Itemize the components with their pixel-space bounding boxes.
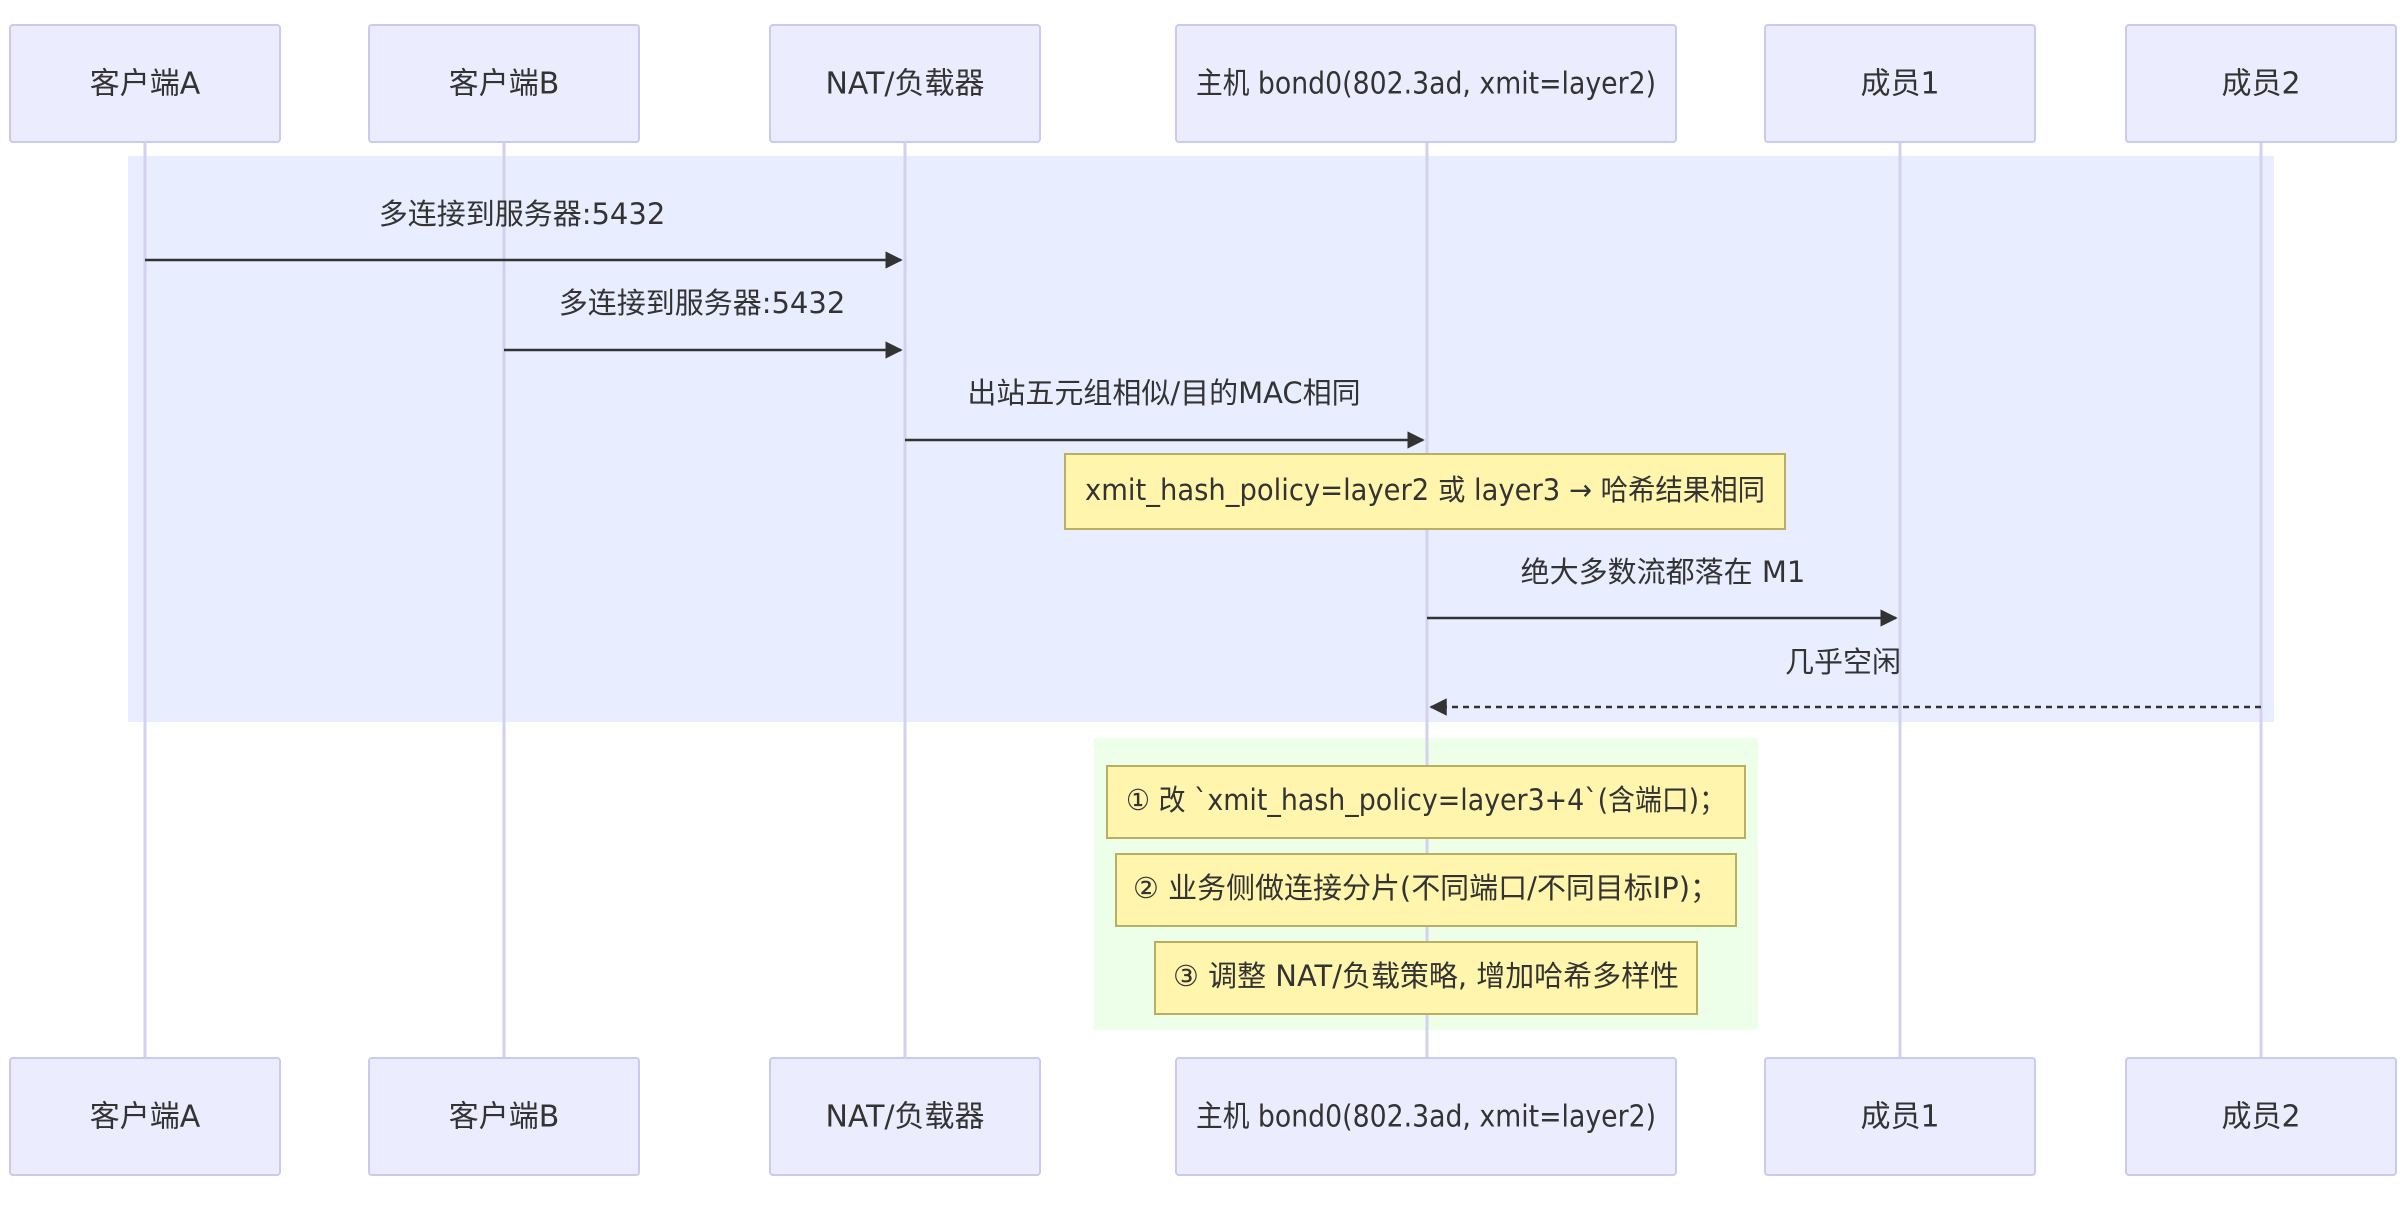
note-text: ② 业务侧做连接分片(不同端口/不同目标IP)；	[1133, 871, 1719, 905]
message-label: 绝大多数流都落在 M1	[1521, 555, 1806, 589]
notes: xmit_hash_policy=layer2 或 layer3 → 哈希结果相…	[1064, 453, 1786, 1015]
actor-member2[interactable]: 成员2	[2125, 24, 2397, 143]
actor-label: 成员2	[2221, 1100, 2300, 1135]
messages: 多连接到服务器:5432 多连接到服务器:5432 出站五元组相似/目的MAC相…	[145, 197, 2261, 716]
actor-label: 成员2	[2221, 67, 2300, 102]
note-text: ① 改 `xmit_hash_policy=layer3+4`(含端口)；	[1126, 783, 1726, 817]
actor-label: 客户端B	[449, 1100, 560, 1135]
actors-top: 客户端A 客户端B NAT/负载器 主机 bond0(802.3ad, xmit…	[9, 24, 2397, 143]
note-text: ③ 调整 NAT/负载策略, 增加哈希多样性	[1173, 959, 1679, 993]
actor-client-a-bottom[interactable]: 客户端A	[9, 1057, 281, 1176]
actor-member2-bottom[interactable]: 成员2	[2125, 1057, 2397, 1176]
actor-client-b[interactable]: 客户端B	[368, 24, 640, 143]
note-hash-policy: xmit_hash_policy=layer2 或 layer3 → 哈希结果相…	[1064, 453, 1786, 530]
actor-member1-bottom[interactable]: 成员1	[1764, 1057, 2036, 1176]
actor-nat-bottom[interactable]: NAT/负载器	[769, 1057, 1041, 1176]
actor-client-a[interactable]: 客户端A	[9, 24, 281, 143]
note-text: xmit_hash_policy=layer2 或 layer3 → 哈希结果相…	[1085, 473, 1765, 507]
actor-label: 主机 bond0(802.3ad, xmit=layer2)	[1196, 67, 1656, 102]
actor-label: 成员1	[1860, 1100, 1939, 1135]
actor-label: NAT/负载器	[825, 67, 984, 102]
actor-label: 主机 bond0(802.3ad, xmit=layer2)	[1196, 1100, 1656, 1135]
actors-bottom: 客户端A 客户端B NAT/负载器 主机 bond0(802.3ad, xmit…	[9, 1057, 2397, 1176]
actor-label: NAT/负载器	[825, 1100, 984, 1135]
message-1: 多连接到服务器:5432	[145, 197, 903, 269]
actor-label: 客户端A	[90, 67, 201, 102]
actor-client-b-bottom[interactable]: 客户端B	[368, 1057, 640, 1176]
actor-label: 客户端A	[90, 1100, 201, 1135]
message-label: 出站五元组相似/目的MAC相同	[967, 376, 1360, 410]
message-label: 几乎空闲	[1785, 645, 1901, 679]
actor-member1[interactable]: 成员1	[1764, 24, 2036, 143]
message-2: 多连接到服务器:5432	[504, 286, 903, 359]
note-fix-2: ② 业务侧做连接分片(不同端口/不同目标IP)；	[1115, 853, 1737, 927]
message-4: 绝大多数流都落在 M1	[1427, 555, 1898, 627]
actor-host-bottom[interactable]: 主机 bond0(802.3ad, xmit=layer2)	[1175, 1057, 1677, 1176]
actor-nat[interactable]: NAT/负载器	[769, 24, 1041, 143]
message-3: 出站五元组相似/目的MAC相同	[905, 376, 1425, 449]
note-fix-3: ③ 调整 NAT/负载策略, 增加哈希多样性	[1154, 941, 1698, 1015]
message-label: 多连接到服务器:5432	[379, 197, 666, 231]
note-fix-1: ① 改 `xmit_hash_policy=layer3+4`(含端口)；	[1106, 765, 1746, 839]
actor-label: 成员1	[1860, 67, 1939, 102]
actor-host[interactable]: 主机 bond0(802.3ad, xmit=layer2)	[1175, 24, 1677, 143]
actor-label: 客户端B	[449, 67, 560, 102]
message-label: 多连接到服务器:5432	[559, 286, 846, 320]
message-5: 几乎空闲	[1429, 645, 2261, 716]
